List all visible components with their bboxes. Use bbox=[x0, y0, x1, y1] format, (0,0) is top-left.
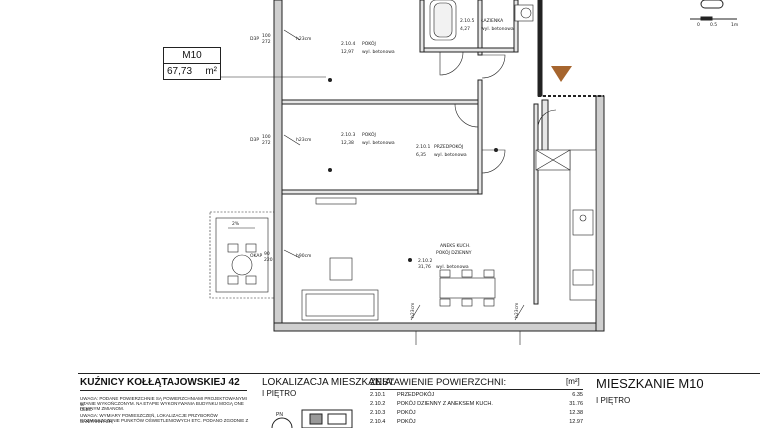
unit-area-unit: m² bbox=[205, 66, 217, 77]
row-name: POKÓJ bbox=[397, 419, 416, 425]
apartment-floor: I PIĘTRO bbox=[596, 396, 631, 405]
apartment-title: MIESZKANIE M10 bbox=[596, 376, 704, 391]
divider bbox=[78, 373, 760, 374]
svg-text:90: 90 bbox=[264, 251, 270, 257]
interior-walls bbox=[281, 0, 549, 305]
table-row: 2.10.3 POKÓJ 12.38 bbox=[370, 410, 583, 416]
svg-text:wyl. betonowa: wyl. betonowa bbox=[362, 140, 395, 146]
row-area: 6.35 bbox=[572, 392, 583, 398]
room-label-2.10.2: ANEKS KUCH. POKÓJ DZIENNY 2.10.2 31,76 w… bbox=[418, 243, 472, 270]
svg-text:100: 100 bbox=[262, 134, 271, 140]
svg-text:6,35: 6,35 bbox=[416, 152, 426, 158]
row-area: 12.38 bbox=[569, 410, 583, 416]
window-tag-2: D3P 100 272 bbox=[250, 134, 271, 146]
doors bbox=[439, 51, 557, 174]
row-name: POKÓJ DZIENNY Z ANEKSEM KUCH. bbox=[397, 401, 493, 407]
unit-name: M10 bbox=[164, 48, 220, 64]
row-no: 2.10.1 bbox=[370, 392, 386, 398]
room-label-2.10.5: 2.10.5 ŁAZIENKA 4,27 wyl. betonowa bbox=[460, 18, 514, 32]
balcony bbox=[209, 211, 275, 299]
note-line: UWAGA: WYMIARY POMIESZCZEŃ, LOKALIZACJE … bbox=[80, 413, 218, 424]
scale-one: 1m bbox=[731, 22, 738, 28]
balcony-slope: 2% bbox=[232, 221, 240, 227]
svg-text:31,76: 31,76 bbox=[418, 264, 431, 270]
row-no: 2.10.3 bbox=[370, 410, 386, 416]
note-line: PEWNYM ZMIANOM. bbox=[80, 406, 124, 411]
svg-text:272: 272 bbox=[262, 39, 271, 45]
outer-walls bbox=[273, 0, 605, 332]
kitchen bbox=[535, 149, 597, 301]
table-row: 2.10.1 PRZEDPOKÓJ 6.35 bbox=[370, 392, 583, 398]
row-name: POKÓJ bbox=[397, 410, 416, 416]
svg-text:100: 100 bbox=[262, 33, 271, 39]
svg-text:12,97: 12,97 bbox=[341, 49, 354, 55]
svg-text:2.10.2: 2.10.2 bbox=[418, 258, 432, 264]
window-tag-3: OKAP 90 220 bbox=[250, 251, 273, 263]
bathroom-fixtures bbox=[429, 0, 534, 41]
living-furniture bbox=[301, 197, 379, 321]
window-markers bbox=[283, 29, 525, 345]
svg-text:wyl. betonowa: wyl. betonowa bbox=[481, 26, 514, 32]
svg-text:220: 220 bbox=[264, 257, 273, 263]
svg-text:wyl. betonowa: wyl. betonowa bbox=[436, 264, 469, 270]
svg-text:POKÓJ: POKÓJ bbox=[362, 40, 376, 47]
svg-text:POKÓJ DZIENNY: POKÓJ DZIENNY bbox=[436, 249, 472, 256]
svg-text:4,27: 4,27 bbox=[460, 26, 470, 32]
row-no: 2.10.2 bbox=[370, 401, 386, 407]
svg-text:2.10.5: 2.10.5 bbox=[460, 18, 474, 24]
address-rule bbox=[80, 390, 247, 391]
location-floor: I PIĘTRO bbox=[262, 389, 297, 398]
svg-text:wyl. betonowa: wyl. betonowa bbox=[434, 152, 467, 158]
svg-text:2.10.3: 2.10.3 bbox=[341, 132, 355, 138]
scale-half: 0.5 bbox=[710, 22, 717, 28]
svg-text:D3P: D3P bbox=[250, 36, 259, 42]
row-no: 2.10.4 bbox=[370, 419, 386, 425]
note-line: ROZMIESZCZENIE PUNKTÓW OŚWIETLENIOWYCH E… bbox=[80, 418, 249, 423]
row-area: 31.76 bbox=[569, 401, 583, 407]
floor-plan: 0 0.5 1m 2.10.4 POKÓJ 12,97 wyl. betonow… bbox=[209, 0, 738, 345]
svg-text:D3P: D3P bbox=[250, 137, 259, 143]
note-line: UWAGA: PODANE POWIERZCHNIE SĄ POWIERZCHN… bbox=[80, 396, 247, 407]
unit-area-row: 67,73 m² bbox=[164, 64, 220, 79]
svg-text:2.10.1: 2.10.1 bbox=[416, 144, 430, 150]
window-tag-1: D3P 100 272 bbox=[250, 33, 271, 45]
svg-text:272: 272 bbox=[262, 140, 271, 146]
dining-set bbox=[439, 269, 496, 307]
scale-bar bbox=[690, 0, 737, 21]
location-minimap bbox=[271, 409, 353, 428]
table-title: ZESTAWIENIE POWIERZCHNI: bbox=[370, 377, 507, 388]
window-dim-3: h90cm bbox=[296, 253, 311, 259]
row-name: PRZEDPOKÓJ bbox=[397, 392, 435, 398]
unit-area: 67,73 bbox=[167, 66, 193, 77]
svg-text:12,38: 12,38 bbox=[341, 140, 354, 146]
room-label-2.10.1: 2.10.1 PRZEDPOKÓJ 6,35 wyl. betonowa bbox=[416, 143, 467, 158]
svg-text:POKÓJ: POKÓJ bbox=[362, 131, 376, 138]
window-dim-2: h23cm bbox=[296, 137, 311, 143]
svg-text:ŁAZIENKA: ŁAZIENKA bbox=[480, 18, 504, 24]
entrance-arrow bbox=[551, 66, 572, 82]
note-line: STANIE WYKOŃCZONYM. NA ETAPIE WYKONYWANI… bbox=[80, 401, 244, 412]
window-dim-1: h23cm bbox=[296, 36, 311, 42]
scale-zero: 0 bbox=[697, 22, 700, 28]
row-area: 12.97 bbox=[569, 419, 583, 425]
svg-text:PRZEDPOKÓJ: PRZEDPOKÓJ bbox=[434, 143, 463, 150]
svg-text:2.10.4: 2.10.4 bbox=[341, 41, 355, 47]
room-label-2.10.4: 2.10.4 POKÓJ 12,97 wyl. betonowa bbox=[341, 40, 395, 55]
table-unit: [m²] bbox=[566, 377, 580, 386]
unit-box: M10 67,73 m² bbox=[163, 47, 221, 80]
table-row: 2.10.4 POKÓJ 12.97 bbox=[370, 419, 583, 425]
svg-text:ANEKS KUCH.: ANEKS KUCH. bbox=[440, 243, 471, 249]
room-label-2.10.3: 2.10.3 POKÓJ 12,38 wyl. betonowa bbox=[341, 131, 395, 146]
compass-label: PN bbox=[276, 412, 283, 418]
svg-text:wyl. betonowa: wyl. betonowa bbox=[362, 49, 395, 55]
svg-text:OKAP: OKAP bbox=[250, 253, 262, 259]
window-dim-5: h23cm bbox=[514, 303, 520, 318]
location-title: LOKALIZACJA MIESZKANIA: bbox=[262, 377, 395, 388]
window-dim-4: h23cm bbox=[410, 303, 416, 318]
table-rule bbox=[370, 389, 583, 390]
room-markers bbox=[328, 78, 498, 262]
table-row: 2.10.2 POKÓJ DZIENNY Z ANEKSEM KUCH. 31.… bbox=[370, 401, 583, 407]
address: KUŹNICY KOŁŁĄTAJOWSKIEJ 42 bbox=[80, 377, 240, 388]
